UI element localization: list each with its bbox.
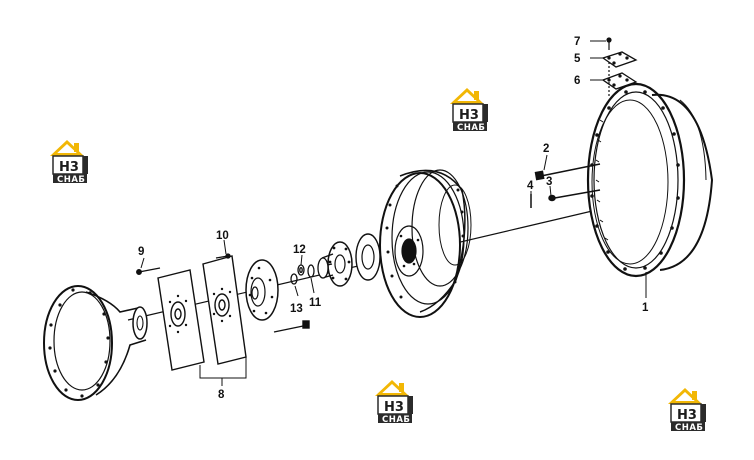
part-impeller-disk bbox=[379, 169, 472, 318]
svg-text:H3: H3 bbox=[59, 160, 79, 175]
callout-1: 1 bbox=[642, 302, 649, 314]
callout-6: 6 bbox=[574, 75, 580, 87]
callout-9: 9 bbox=[138, 246, 144, 258]
callout-10: 10 bbox=[216, 230, 229, 242]
part-coupling-plates-8 bbox=[157, 255, 247, 371]
callout-12: 12 bbox=[293, 244, 306, 256]
callout-11: 11 bbox=[309, 297, 322, 309]
callout-labels: 1 2 3 4 5 6 7 8 9 10 11 12 13 bbox=[138, 36, 649, 401]
part-screw-7 bbox=[606, 37, 612, 98]
svg-text:СНАБ: СНАБ bbox=[382, 415, 410, 425]
svg-text:СНАБ: СНАБ bbox=[57, 175, 85, 185]
watermark-logo-bottom: H3 СНАБ bbox=[374, 379, 414, 425]
callout-13: 13 bbox=[290, 303, 303, 315]
part-washer-13 bbox=[290, 273, 298, 285]
part-gasket-6 bbox=[601, 72, 638, 90]
part-housing-ring bbox=[586, 82, 714, 278]
svg-text:H3: H3 bbox=[677, 408, 697, 423]
part-bolt-9 bbox=[136, 267, 161, 275]
callout-3: 3 bbox=[546, 176, 552, 188]
callout-8: 8 bbox=[218, 389, 225, 401]
part-washer-11 bbox=[307, 264, 315, 278]
part-flex-disc bbox=[245, 259, 279, 321]
callout-4: 4 bbox=[527, 180, 534, 192]
callout-5: 5 bbox=[574, 53, 581, 65]
watermark-logo-left: H3 СНАБ bbox=[49, 139, 89, 185]
watermark-logo-right: H3 СНАБ bbox=[667, 387, 707, 433]
part-pin-3 bbox=[548, 189, 601, 202]
part-hub-flange bbox=[317, 241, 353, 287]
part-bolt-2 bbox=[534, 163, 601, 181]
svg-text:H3: H3 bbox=[459, 108, 479, 123]
leader-lines bbox=[140, 40, 647, 386]
watermark-logo-top: H3 СНАБ bbox=[449, 87, 489, 133]
part-oring-12 bbox=[297, 264, 305, 276]
part-bell-housing bbox=[43, 285, 148, 401]
callout-7: 7 bbox=[574, 36, 580, 48]
part-long-bolt bbox=[273, 320, 310, 333]
part-cover-plate-5 bbox=[601, 51, 638, 68]
callout-2: 2 bbox=[543, 143, 549, 155]
svg-text:СНАБ: СНАБ bbox=[675, 423, 703, 433]
svg-text:СНАБ: СНАБ bbox=[457, 123, 485, 133]
part-bolt-10 bbox=[215, 253, 231, 259]
svg-text:H3: H3 bbox=[384, 400, 404, 415]
part-gasket-ring bbox=[355, 233, 381, 281]
